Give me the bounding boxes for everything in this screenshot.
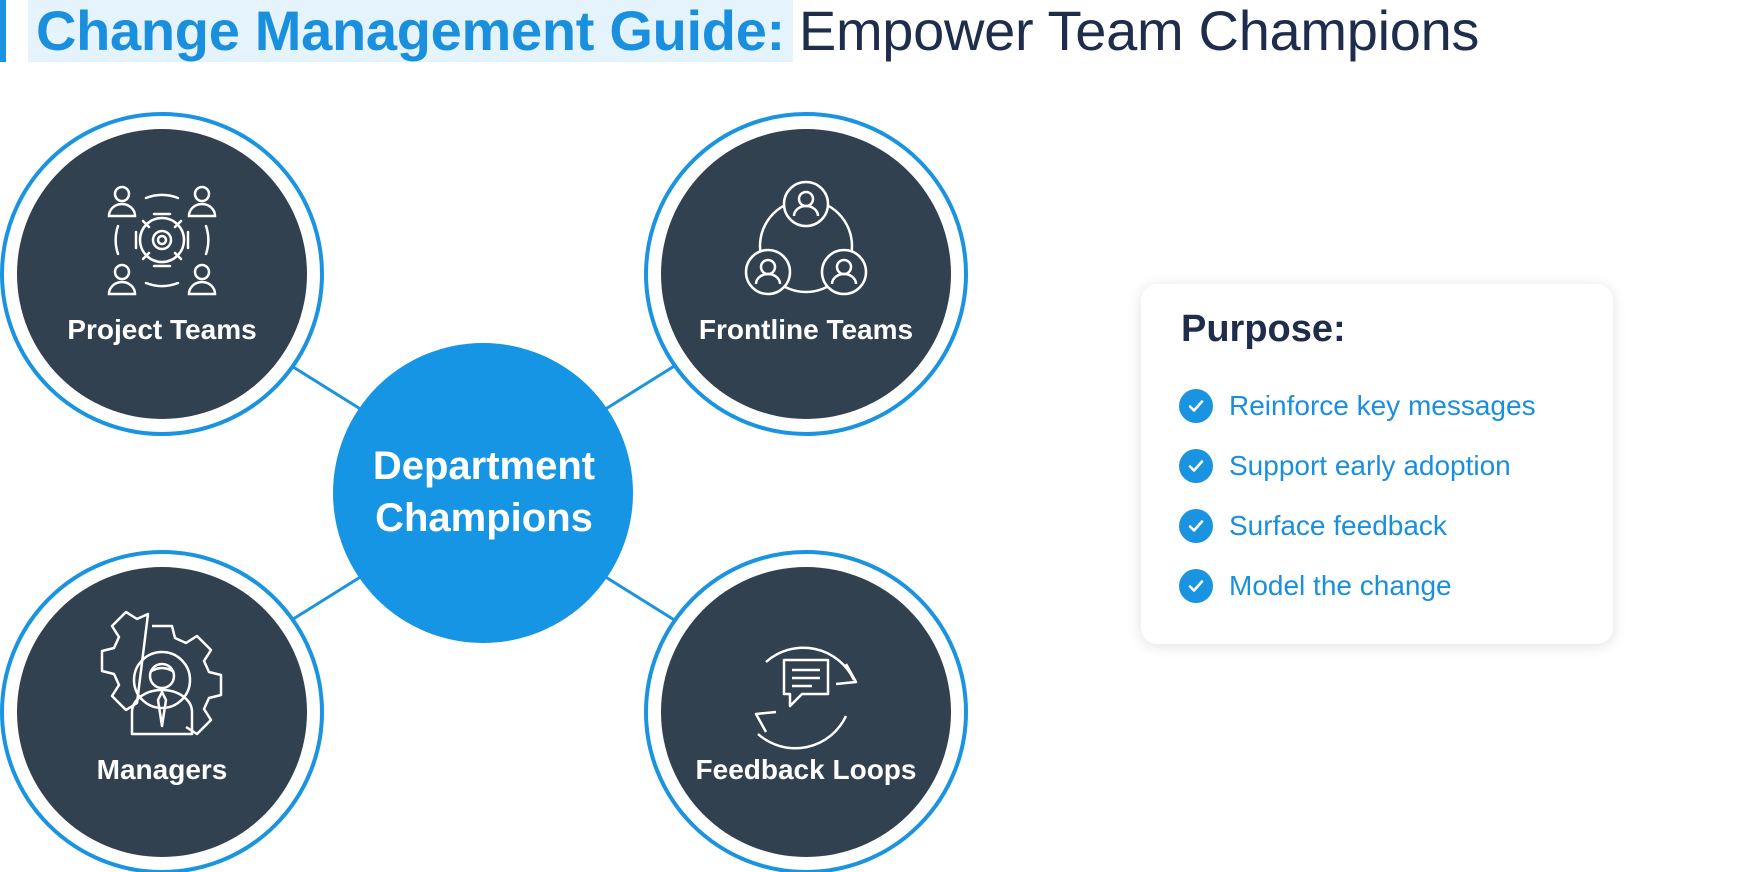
title-highlight: Change Management Guide:: [28, 0, 793, 62]
connector-project-teams: [289, 363, 363, 412]
connector-managers: [289, 574, 363, 623]
connector-feedback-loops: [603, 574, 677, 623]
purpose-item: Model the change: [1179, 556, 1536, 616]
title-accent-bar: [0, 0, 6, 62]
purpose-item: Surface feedback: [1179, 496, 1536, 556]
page-title: Change Management Guide:Empower Team Cha…: [28, 0, 1479, 62]
label-frontline-teams: Frontline Teams: [698, 314, 914, 345]
connected-people-icon: [744, 180, 868, 296]
purpose-item-text: Model the change: [1229, 570, 1452, 601]
purpose-item-text: Reinforce key messages: [1229, 390, 1536, 421]
connector-frontline-teams: [603, 363, 677, 412]
purpose-item: Support early adoption: [1179, 436, 1536, 496]
node-project-teams: [0, 112, 324, 436]
purpose-item-text: Surface feedback: [1229, 510, 1447, 541]
title-subtitle: Empower Team Champions: [798, 0, 1480, 62]
center-hub: [333, 343, 633, 643]
purpose-title: Purpose:: [1181, 308, 1346, 350]
feedback-cycle-icon: [754, 646, 858, 750]
purpose-item-text: Support early adoption: [1229, 450, 1511, 481]
label-feedback-loops: Feedback Loops: [695, 754, 917, 785]
label-managers: Managers: [96, 754, 228, 785]
check-icon: [1179, 389, 1213, 423]
label-project-teams: Project Teams: [67, 314, 257, 345]
purpose-list: Reinforce key messages Support early ado…: [1179, 376, 1536, 616]
purpose-card: Purpose: Reinforce key messages Support …: [1141, 284, 1613, 644]
team-gear-icon: [107, 185, 217, 296]
check-icon: [1179, 509, 1213, 543]
node-frontline-teams: [644, 112, 968, 436]
node-managers: [0, 550, 324, 872]
check-icon: [1179, 569, 1213, 603]
center-label-line1: Department: [372, 444, 596, 488]
center-label: Department Champions: [334, 440, 634, 544]
manager-gear-icon: [100, 610, 223, 736]
purpose-item: Reinforce key messages: [1179, 376, 1536, 436]
hub-diagram: [0, 112, 968, 872]
check-icon: [1179, 449, 1213, 483]
node-feedback-loops: [644, 550, 968, 872]
center-label-line2: Champions: [375, 496, 593, 540]
